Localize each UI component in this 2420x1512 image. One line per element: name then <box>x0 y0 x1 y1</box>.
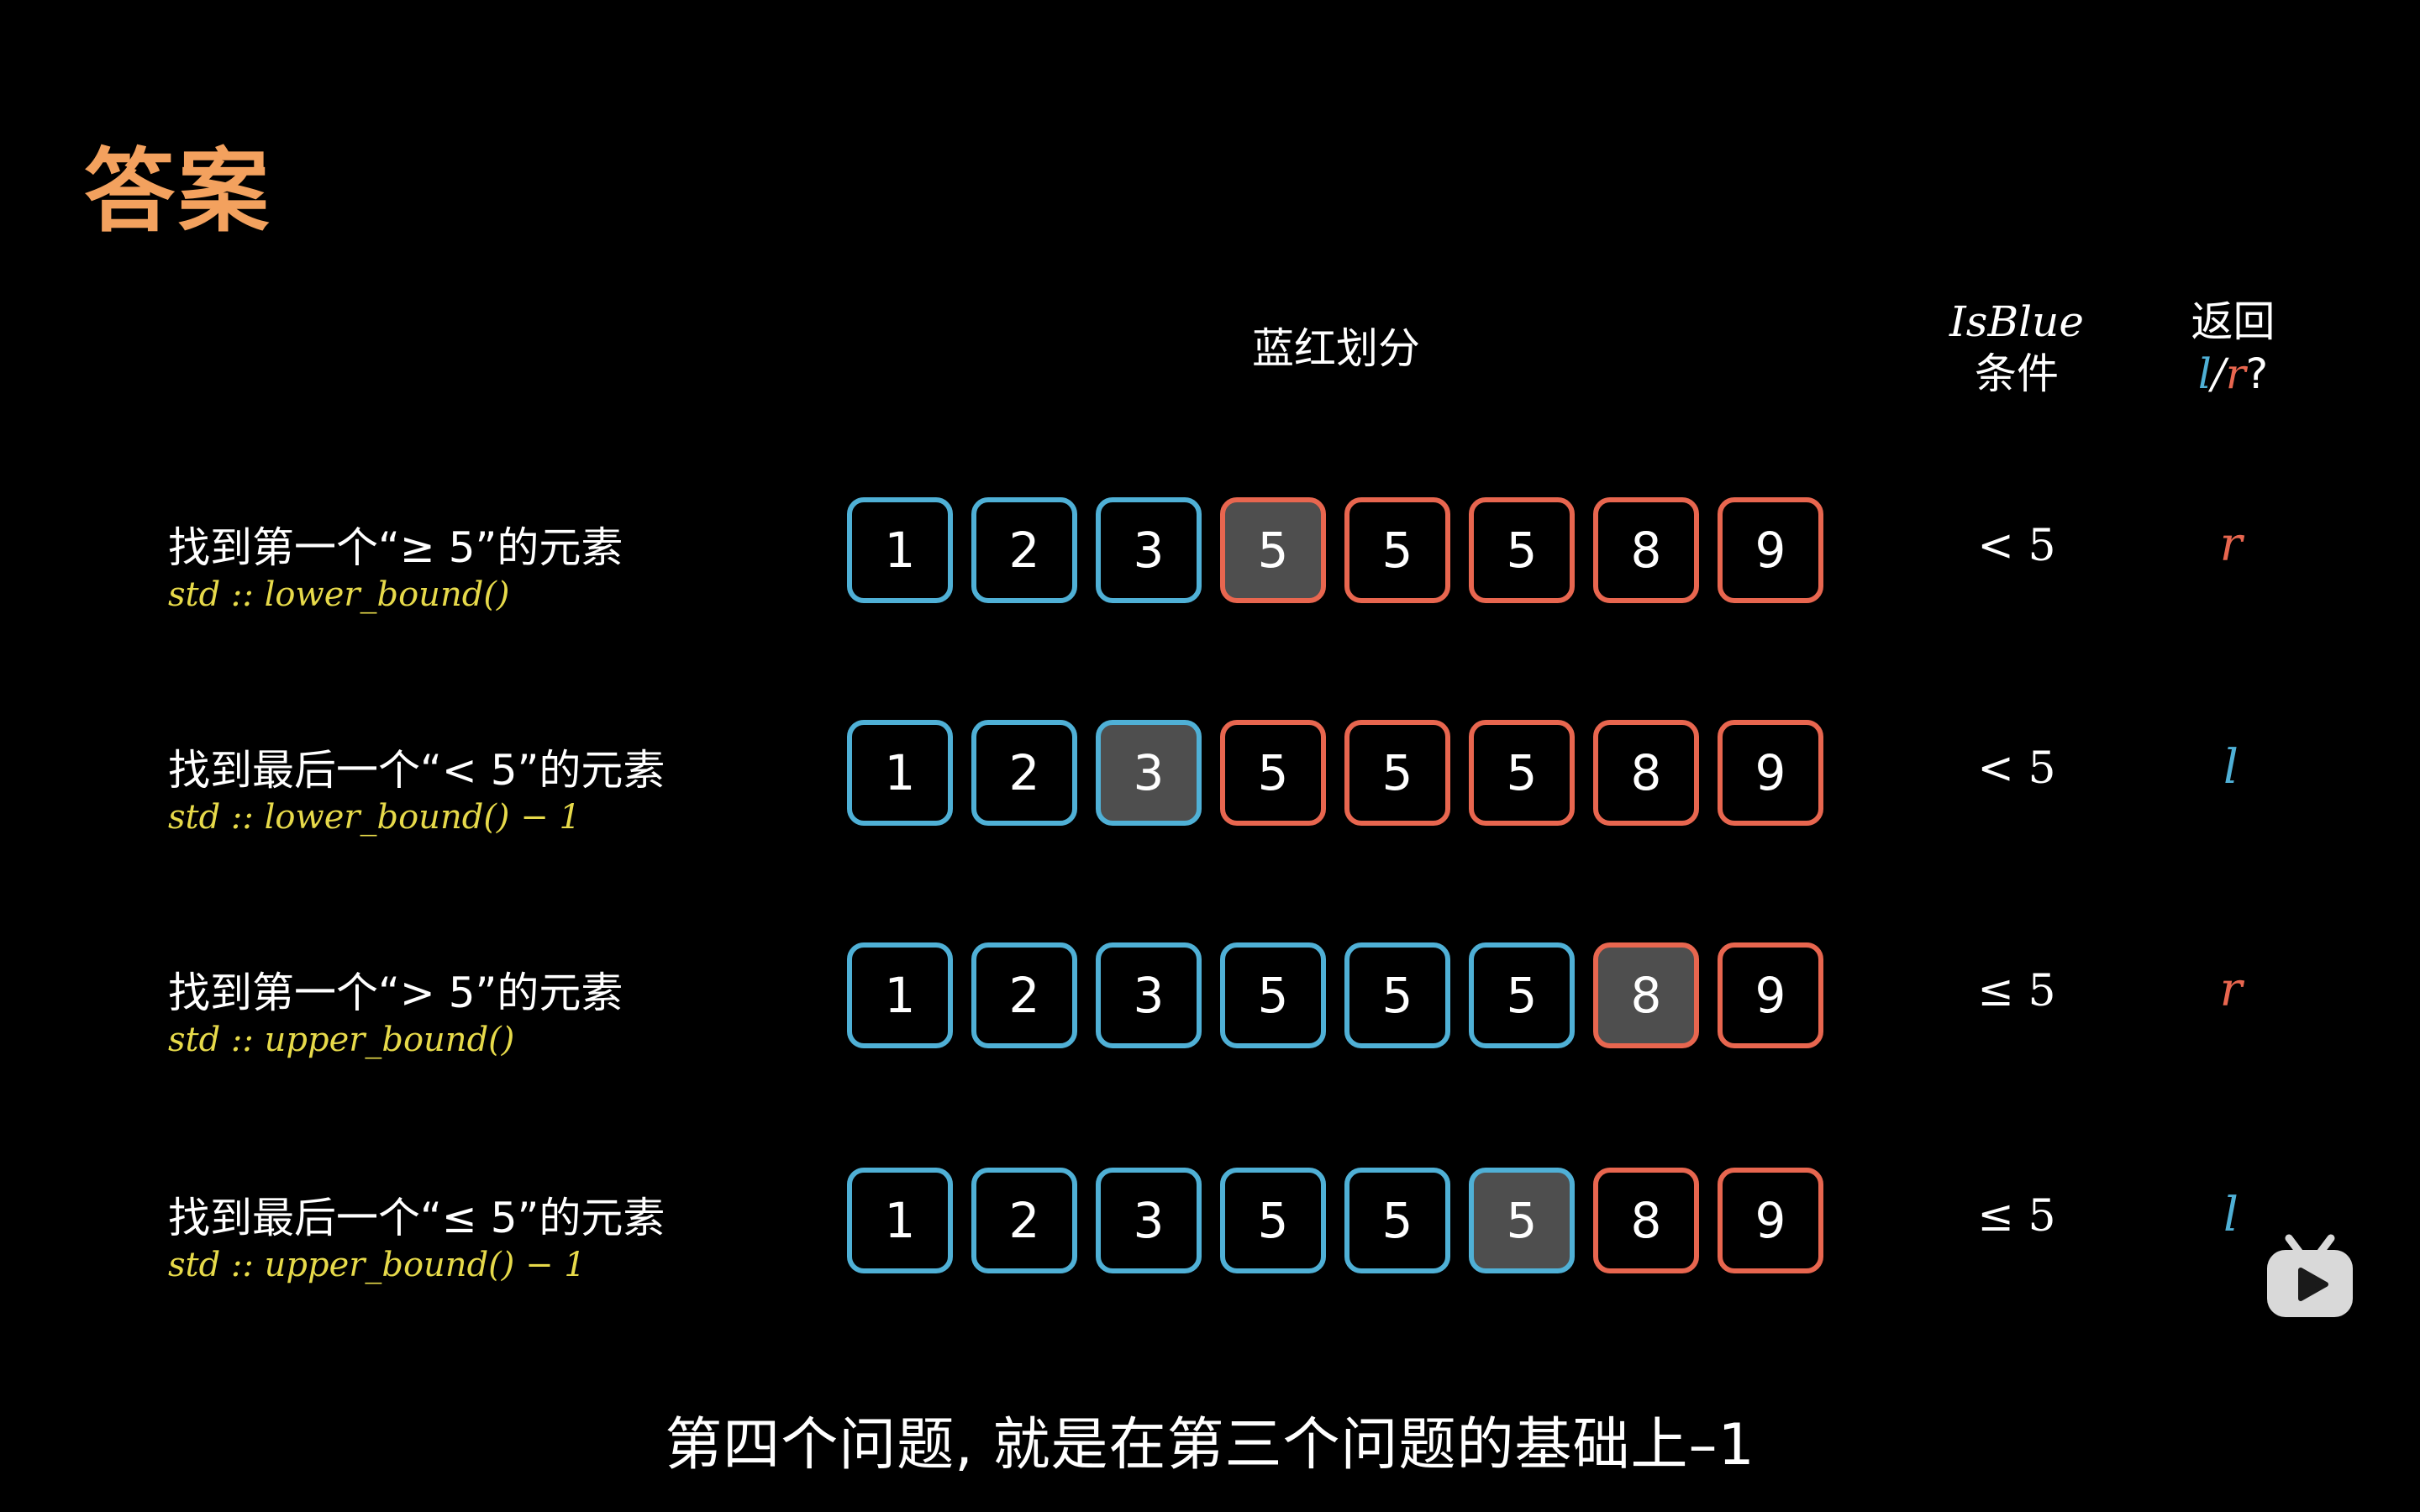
array-box: 5 <box>1220 720 1326 826</box>
row-return: r <box>2219 517 2243 572</box>
array-box: 8 <box>1593 1168 1699 1273</box>
array-box: 5 <box>1220 497 1326 603</box>
row-condition: < 5 <box>1977 743 2056 794</box>
row-code: std :: lower_bound() <box>168 575 510 614</box>
array-box: 5 <box>1469 720 1575 826</box>
array-box: 2 <box>971 497 1077 603</box>
row-code: std :: lower_bound() − 1 <box>168 798 581 837</box>
array-box: 5 <box>1344 1168 1450 1273</box>
array-box: 2 <box>971 1168 1077 1273</box>
array-box: 9 <box>1718 720 1823 826</box>
row-condition: ≤ 5 <box>1977 966 2056 1016</box>
row-description: 找到最后一个“< 5”的元素 <box>168 746 666 795</box>
array-box: 5 <box>1469 497 1575 603</box>
header-isblue-title: IsBlue <box>1949 297 2084 346</box>
array-box: 9 <box>1718 497 1823 603</box>
array-box: 5 <box>1220 1168 1326 1273</box>
array-box: 9 <box>1718 1168 1823 1273</box>
row-return: l <box>2223 740 2238 795</box>
array-box: 5 <box>1344 720 1450 826</box>
array-box: 3 <box>1096 720 1202 826</box>
array-box: 1 <box>847 720 953 826</box>
header-isblue: IsBlue 条件 <box>1916 296 2118 400</box>
bilibili-tv-icon[interactable] <box>2264 1233 2356 1320</box>
header-return-lr: l/r? <box>2122 348 2344 400</box>
array-box: 2 <box>971 942 1077 1048</box>
array-box: 5 <box>1344 497 1450 603</box>
array-box: 8 <box>1593 720 1699 826</box>
row-code: std :: upper_bound() − 1 <box>168 1246 586 1284</box>
array-box: 5 <box>1220 942 1326 1048</box>
header-return-slash: / <box>2211 349 2226 398</box>
array-box: 3 <box>1096 942 1202 1048</box>
header-return: 返回 l/r? <box>2122 296 2344 400</box>
row-description: 找到最后一个“≤ 5”的元素 <box>168 1194 666 1242</box>
row-code: std :: upper_bound() <box>168 1021 515 1059</box>
array-box: 1 <box>847 942 953 1048</box>
array-box: 3 <box>1096 1168 1202 1273</box>
array-box: 8 <box>1593 942 1699 1048</box>
header-return-l: l <box>2197 349 2212 398</box>
array-box: 1 <box>847 497 953 603</box>
array-box: 5 <box>1344 942 1450 1048</box>
row-condition: ≤ 5 <box>1977 1191 2056 1242</box>
array-box: 2 <box>971 720 1077 826</box>
array-box: 3 <box>1096 497 1202 603</box>
row-return: l <box>2223 1188 2238 1242</box>
header-split: 蓝红划分 <box>1252 324 1420 373</box>
array-box: 9 <box>1718 942 1823 1048</box>
header-isblue-sub: 条件 <box>1975 349 2059 398</box>
header-return-r: r <box>2225 349 2246 398</box>
subtitle: 第四个问题, 就是在第三个问题的基础上–1 <box>665 1412 1755 1478</box>
header-return-q: ? <box>2245 349 2269 398</box>
row-condition: < 5 <box>1977 521 2056 571</box>
page-title: 答案 <box>84 139 273 244</box>
array-box: 5 <box>1469 1168 1575 1273</box>
array-box: 1 <box>847 1168 953 1273</box>
row-return: r <box>2219 963 2243 1017</box>
row-description: 找到第一个“≥ 5”的元素 <box>168 523 623 572</box>
array-box: 5 <box>1469 942 1575 1048</box>
array-box: 8 <box>1593 497 1699 603</box>
header-return-title: 返回 <box>2191 297 2275 346</box>
row-description: 找到第一个“> 5”的元素 <box>168 969 623 1017</box>
